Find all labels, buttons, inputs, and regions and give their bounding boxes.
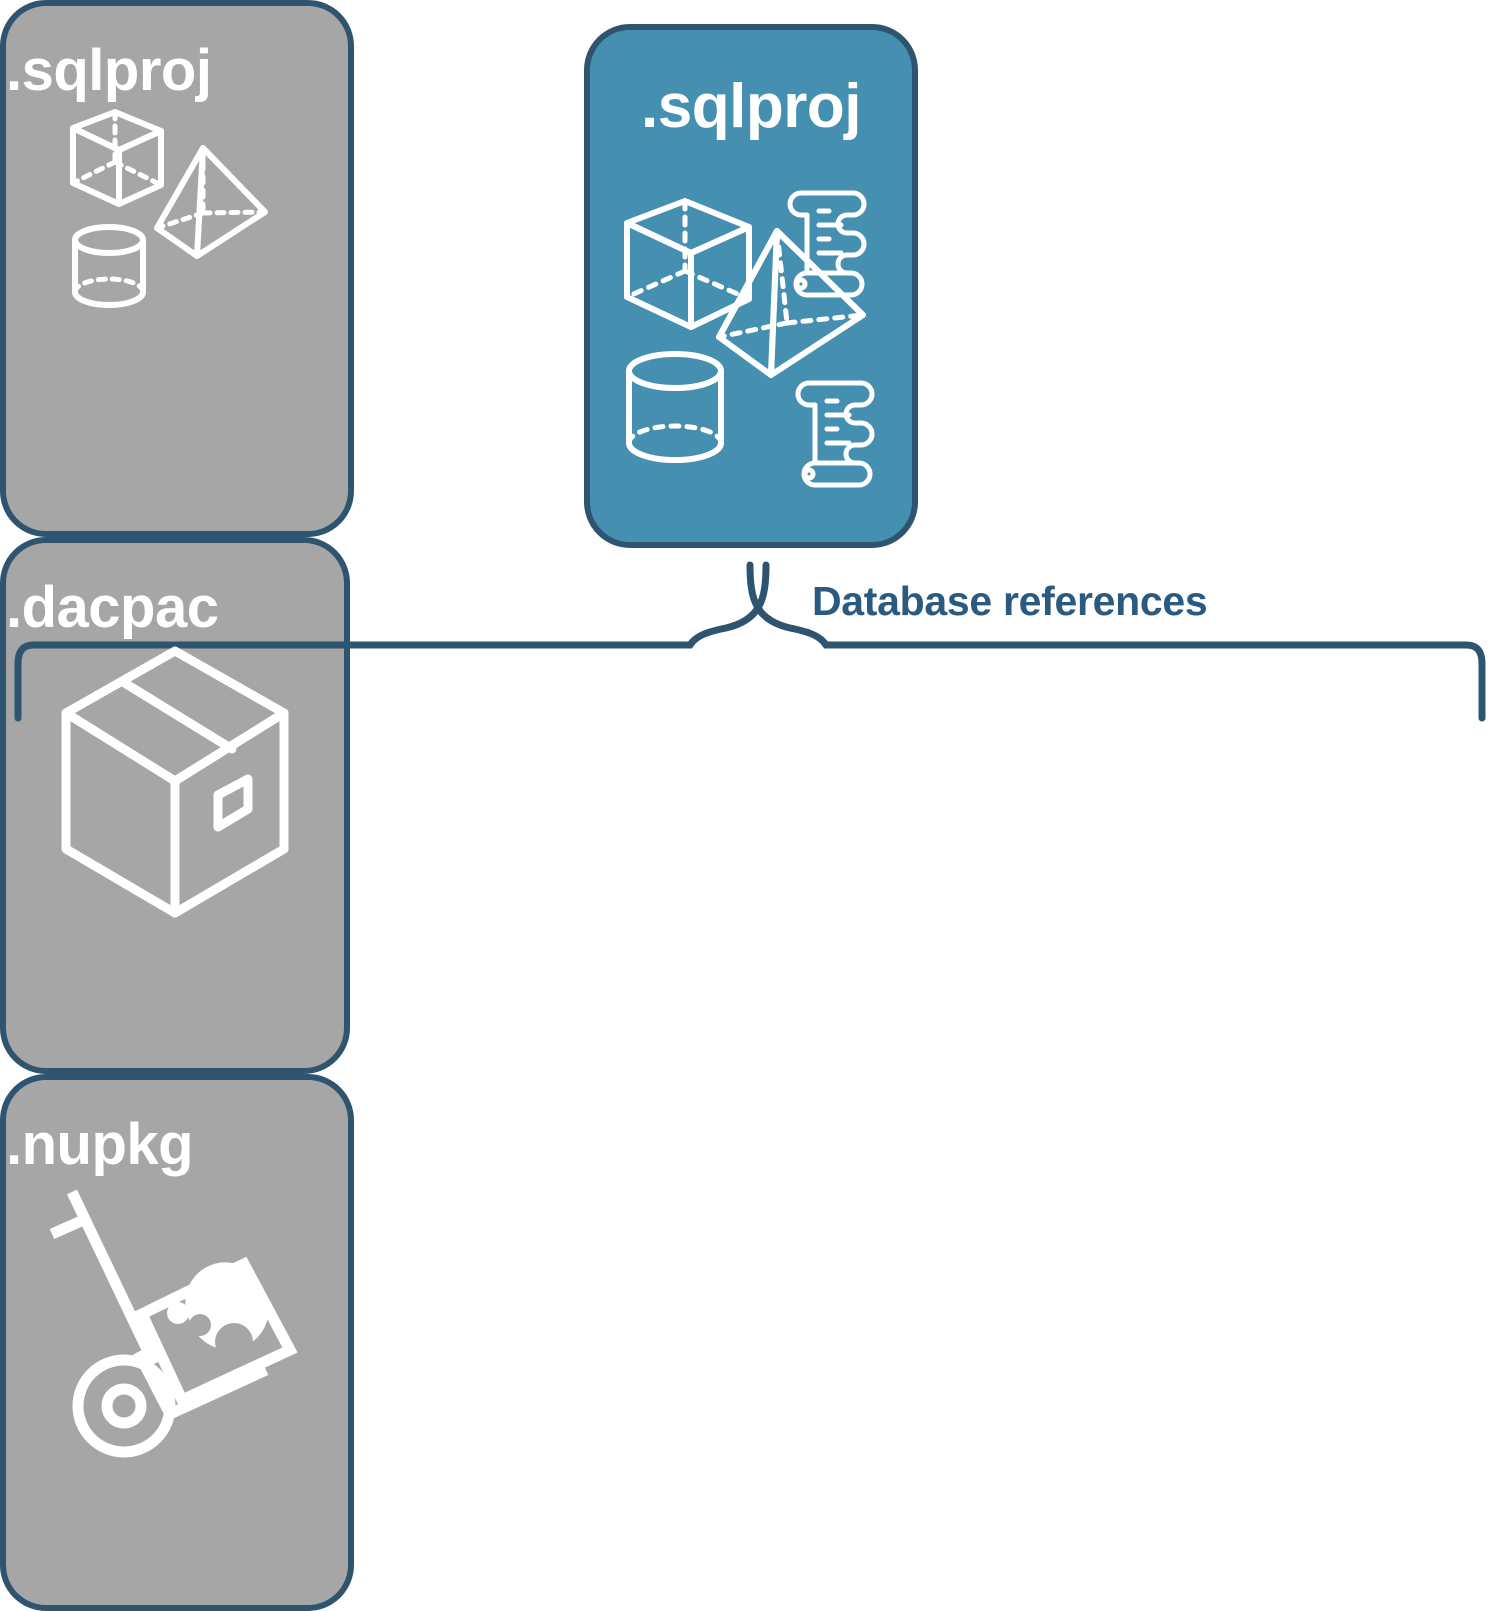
nuget-logo-dot [167, 1302, 189, 1324]
card-leaf-3-title: .nupkg [6, 1112, 194, 1177]
card-leaf-2-artwork [6, 637, 344, 937]
card-root-artwork [590, 138, 912, 542]
wireframe-cylinder-icon [626, 351, 724, 463]
leaf-2-icon-group [61, 646, 289, 918]
wireframe-pyramid-icon [154, 145, 268, 259]
card-root-title: .sqlproj [641, 72, 861, 141]
leaf-1-icon-group [70, 109, 268, 308]
scroll-icon [795, 380, 875, 488]
card-leaf-1-artwork [6, 100, 348, 330]
card-leaf-1-title: .sqlproj [6, 38, 212, 103]
connector-label: Database references [812, 578, 1208, 624]
root-icon-group [624, 190, 875, 488]
card-leaf-2-title: .dacpac [6, 575, 219, 640]
package-box-icon [61, 646, 289, 918]
scroll-icon [787, 190, 867, 298]
wireframe-cylinder-icon [72, 224, 146, 308]
card-leaf-3-artwork [6, 1174, 348, 1464]
wireframe-pyramid-icon [716, 228, 866, 378]
card-leaf-dacpac[interactable]: .dacpac [0, 537, 350, 1074]
wireframe-cube-icon [70, 109, 164, 207]
card-leaf-nupkg[interactable]: .nupkg [0, 1074, 354, 1611]
hand-truck-wheel [72, 1354, 176, 1458]
card-root-sqlproj[interactable]: .sqlproj [584, 24, 918, 548]
leaf-3-icon-group [49, 1189, 298, 1458]
wireframe-cube-icon [624, 198, 752, 330]
card-leaf-sqlproj[interactable]: .sqlproj [0, 0, 354, 537]
